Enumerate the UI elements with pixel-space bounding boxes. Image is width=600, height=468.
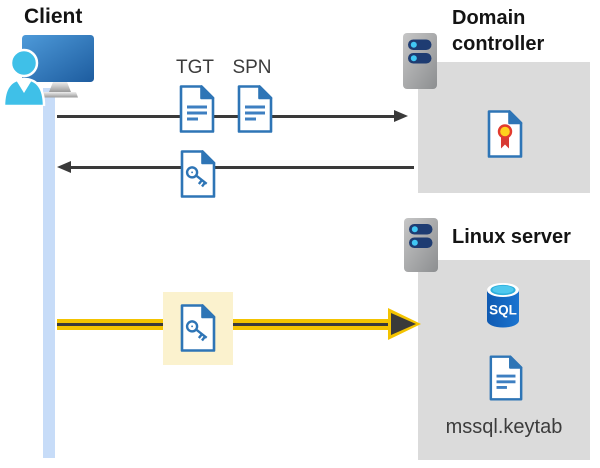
key-icon (185, 320, 208, 342)
sql-database-icon: SQL (487, 283, 519, 328)
client-lifeline (43, 88, 55, 458)
spn-document-icon (237, 85, 273, 133)
user-icon (2, 48, 46, 106)
linux-server-label: Linux server (452, 226, 571, 248)
client-label: Client (24, 5, 83, 28)
auth-arrowhead-inner-icon (391, 313, 416, 335)
linux-server-icon (404, 218, 438, 272)
seal-icon (497, 124, 513, 139)
monitor-base-icon (42, 92, 78, 98)
ribbon-icon (501, 136, 509, 149)
tgt-label: TGT (176, 57, 214, 78)
domain-controller-label: Domain controller (452, 7, 545, 55)
keytab-filename-label: mssql.keytab (445, 416, 563, 438)
tgt-document-icon (179, 85, 215, 133)
response-arrowhead-icon (57, 161, 71, 173)
response-arrow-line (71, 166, 414, 169)
certificate-icon (487, 110, 523, 158)
keytab-document-icon (489, 355, 523, 401)
request-arrow-line (57, 115, 395, 118)
monitor-icon (22, 35, 94, 82)
request-arrowhead-icon (394, 110, 408, 122)
key-icon (185, 166, 208, 188)
domain-controller-server-icon (403, 33, 437, 89)
spn-label: SPN (232, 57, 272, 78)
key-ticket-document-icon (180, 150, 216, 198)
key-ticket-document-highlighted-icon (180, 304, 216, 352)
sql-label: SQL (489, 303, 517, 318)
monitor-stand-icon (49, 82, 71, 92)
client-workstation-icon (2, 35, 94, 106)
